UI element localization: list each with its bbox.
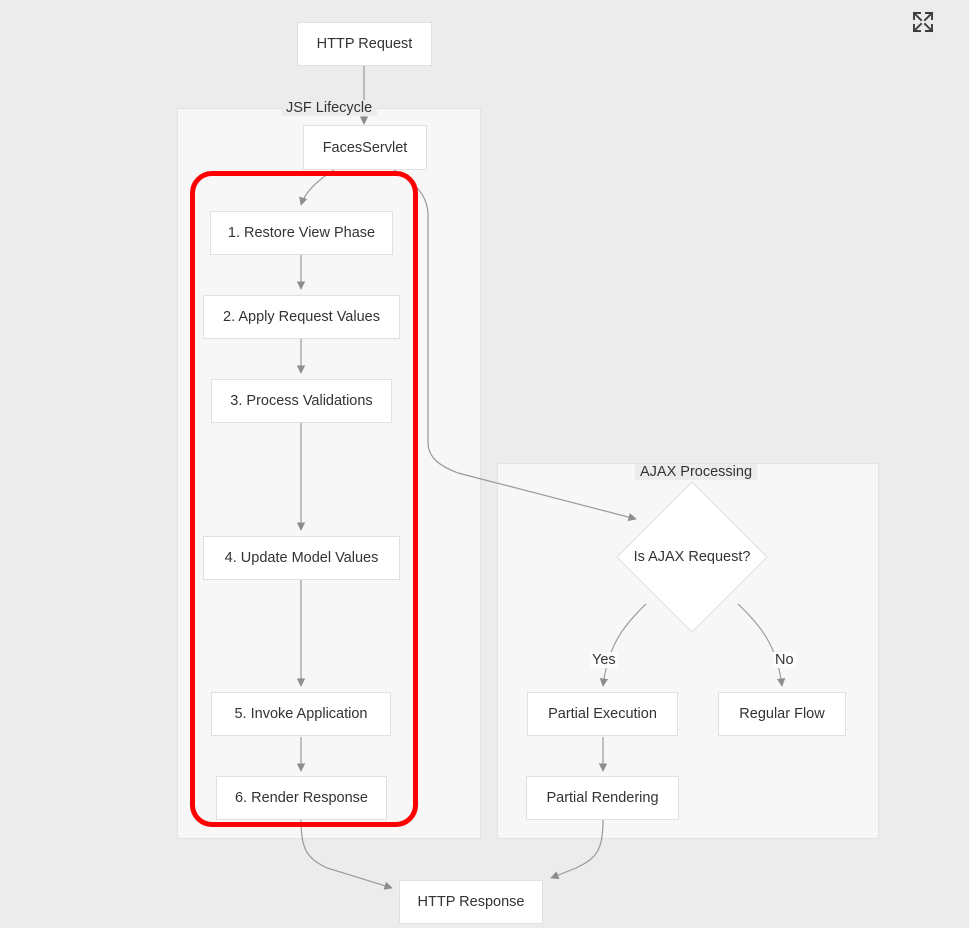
node-restore-view-phase[interactable]: 1. Restore View Phase [210, 211, 393, 255]
node-render-response-label: 6. Render Response [235, 790, 368, 806]
node-http-request-label: HTTP Request [316, 36, 413, 52]
node-regular-flow[interactable]: Regular Flow [718, 692, 846, 736]
node-restore-view-phase-label: 1. Restore View Phase [227, 225, 376, 241]
node-http-response[interactable]: HTTP Response [399, 880, 543, 924]
node-partial-execution[interactable]: Partial Execution [527, 692, 678, 736]
node-http-request[interactable]: HTTP Request [297, 22, 432, 66]
subgraph-ajax-processing-title: AJAX Processing [635, 464, 758, 480]
node-http-response-label: HTTP Response [417, 894, 525, 910]
node-regular-flow-label: Regular Flow [739, 706, 825, 722]
node-invoke-application-label: 5. Invoke Application [234, 706, 368, 722]
node-render-response[interactable]: 6. Render Response [216, 776, 387, 820]
node-is-ajax-request-label: Is AJAX Request? [633, 549, 751, 565]
edge-label-no: No [773, 652, 796, 668]
node-is-ajax-request[interactable]: Is AJAX Request? [616, 481, 768, 633]
edge-label-yes: Yes [590, 652, 618, 668]
node-process-validations-label: 3. Process Validations [230, 393, 373, 409]
node-partial-rendering-label: Partial Rendering [546, 790, 659, 806]
node-invoke-application[interactable]: 5. Invoke Application [211, 692, 391, 736]
subgraph-jsf-lifecycle-title: JSF Lifecycle [281, 100, 378, 116]
node-update-model-values[interactable]: 4. Update Model Values [203, 536, 400, 580]
diamond-shape [616, 481, 768, 633]
node-partial-rendering[interactable]: Partial Rendering [526, 776, 679, 820]
expand-icon[interactable] [911, 10, 935, 34]
node-update-model-values-label: 4. Update Model Values [224, 550, 379, 566]
node-apply-request-values-label: 2. Apply Request Values [223, 309, 380, 325]
node-faces-servlet-label: FacesServlet [322, 139, 408, 156]
node-process-validations[interactable]: 3. Process Validations [211, 379, 392, 423]
node-apply-request-values[interactable]: 2. Apply Request Values [203, 295, 400, 339]
node-faces-servlet[interactable]: FacesServlet [303, 125, 427, 170]
node-partial-execution-label: Partial Execution [548, 706, 657, 722]
